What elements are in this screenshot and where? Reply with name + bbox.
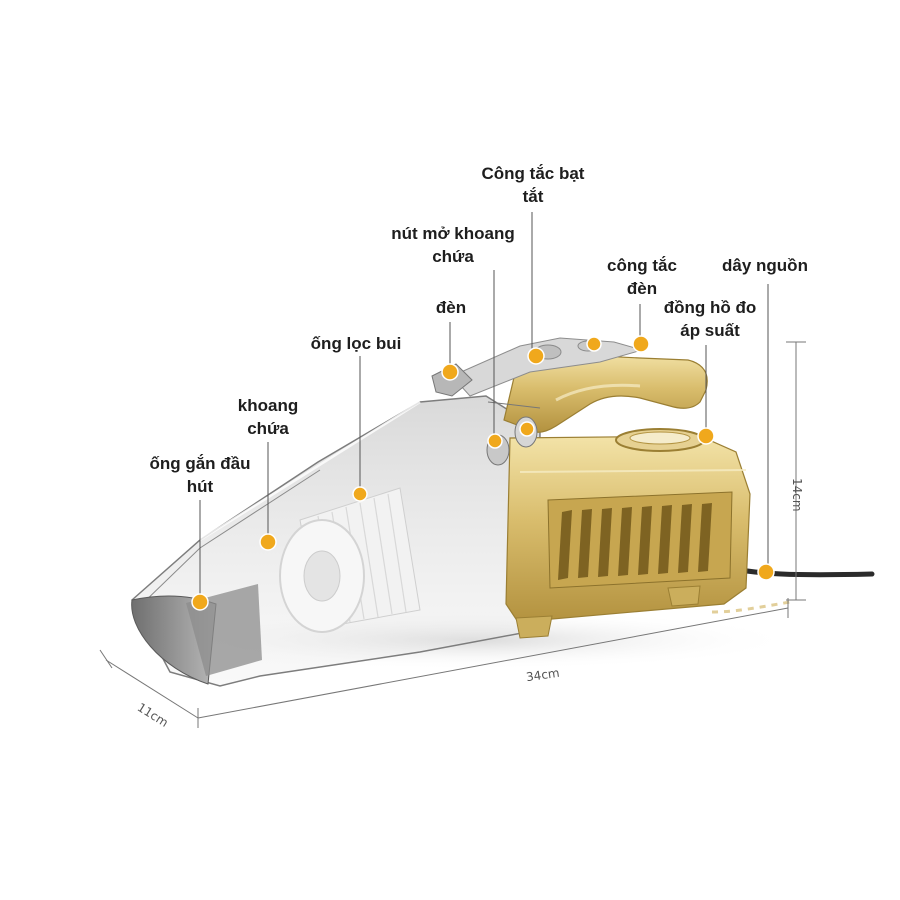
marker-light-switch	[632, 335, 650, 353]
front-foot	[515, 615, 553, 639]
leader-lines	[199, 212, 769, 600]
label-dust-filter: ống lọc bui	[310, 334, 402, 353]
dimension-lines	[99, 341, 806, 728]
label-light-switch: công tắc đèn	[607, 256, 677, 298]
dimension-height: 14cm	[790, 478, 804, 512]
marker-nozzle	[191, 593, 209, 611]
label-chamber: khoang chứa	[237, 396, 299, 438]
label-chamber-release: nút mở khoang chứa	[391, 224, 515, 266]
marker-light	[441, 363, 459, 381]
marker-chamber-release-b	[519, 421, 535, 437]
marker-light-switch-a	[586, 336, 602, 352]
hepa-filter	[279, 487, 421, 633]
vent-grille	[547, 491, 733, 589]
marker-power-cord	[757, 563, 775, 581]
marker-power-switch	[527, 347, 545, 365]
callout-markers	[191, 335, 775, 611]
label-power-switch: Công tắc bạt tắt	[481, 164, 585, 206]
marker-chamber	[259, 533, 277, 551]
marker-dust-filter	[352, 486, 368, 502]
marker-chamber-release	[487, 433, 503, 449]
rear-foot	[667, 585, 701, 607]
label-power-cord: dây nguồn	[722, 256, 808, 275]
marker-pressure-gauge	[697, 427, 715, 445]
power-cord	[725, 565, 875, 578]
label-light: đèn	[435, 298, 467, 317]
label-nozzle: ống gắn đầu hút	[149, 454, 251, 496]
label-pressure-gauge: đồng hồ đo áp suất	[663, 298, 757, 340]
